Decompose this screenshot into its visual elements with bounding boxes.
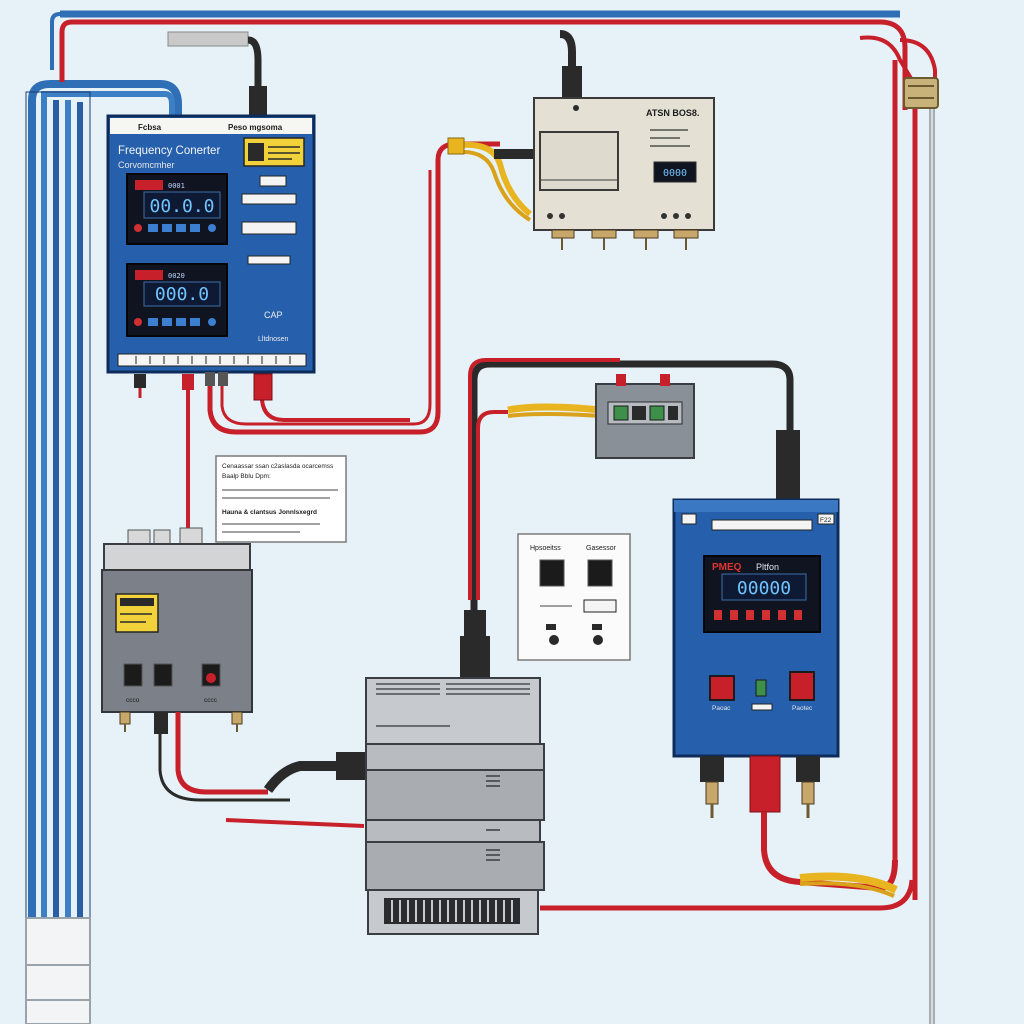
controller-top-title: ATSN BOS8. <box>646 108 699 118</box>
vfd-output-cables <box>761 812 898 898</box>
converter-display-1-value: 00.0.0 <box>149 196 214 217</box>
top-controller-unit: ATSN BOS8. 0000 <box>533 97 715 250</box>
switch-panel-label-left: Hpsoeitss <box>530 545 561 552</box>
junction-box <box>595 374 695 459</box>
vfd-right-red-button <box>789 671 815 701</box>
stacked-equipment-rack <box>365 677 545 935</box>
converter-title: Frequency Conerter <box>118 145 220 157</box>
controller-top-cable <box>559 30 582 100</box>
switch-panel-label-right: Gasessor <box>586 545 617 552</box>
converter-display-2-value: 000.0 <box>155 284 209 305</box>
right-rocker-switch <box>587 559 613 587</box>
left-rocker-switch <box>539 559 565 587</box>
vfd-brand: PMEQ <box>712 562 742 573</box>
converter-output-cables <box>134 141 500 530</box>
converter-side-label-bottom: Lltdnosen <box>258 336 288 343</box>
converter-display-2-tag: 0020 <box>168 272 185 280</box>
converter-display-2: 0020 000.0 <box>126 263 228 337</box>
psu-output-cables <box>154 712 368 828</box>
converter-side-label-cap: CAP <box>264 310 283 320</box>
converter-subtitle: Corvomcmher <box>118 160 175 170</box>
vfd-button-left-label: Paoac <box>712 705 731 712</box>
vfd-lcd-value: 00000 <box>737 578 791 599</box>
label-card-line-2: Baalp Bblu Dpm: <box>222 473 271 480</box>
converter-terminal-strip <box>117 353 307 367</box>
controller-top-lcd-value: 0000 <box>663 168 687 179</box>
converter-display-1-tag: 0001 <box>168 182 185 190</box>
variable-frequency-drive: F22 PMEQ Pltfon 00000 Paoac Paotec <box>672 498 840 758</box>
conduit-base-box <box>25 917 91 1024</box>
psu-label-right: cccc <box>204 697 218 704</box>
right-vertical-cables <box>892 60 939 1024</box>
converter-top-left-label: Fcbsa <box>138 123 162 132</box>
switch-panel: Hpsoeitss Gasessor <box>517 533 631 661</box>
vfd-left-red-button <box>709 675 735 701</box>
converter-top-right-label: Peso mgsoma <box>228 123 283 132</box>
label-card-line-3: Hauna & clantsus Jonnlsxegrd <box>222 509 317 516</box>
vfd-model: Pltfon <box>756 562 779 572</box>
top-conduit-rail <box>50 10 900 70</box>
label-card: Cenaassar ssan c2aslasda ocarcemss Baalp… <box>215 455 347 543</box>
converter-top-cable <box>167 31 267 116</box>
frequency-converter-panel: Fcbsa Peso mgsoma Frequency Conerter Cor… <box>106 114 316 374</box>
label-card-line-1: Cenaassar ssan c2aslasda ocarcemss <box>222 463 334 470</box>
power-supply-unit: ccco cccc <box>101 527 253 732</box>
psu-label-left: ccco <box>126 697 140 704</box>
vfd-bottom-connectors <box>700 755 820 818</box>
vfd-button-right-label: Paotec <box>792 705 813 712</box>
vfd-top-label: F22 <box>820 517 832 524</box>
junction-cable-loop <box>460 358 800 678</box>
red-main-loop-wire <box>59 19 937 110</box>
bottom-return-wire <box>540 879 915 911</box>
yellow-wire-bundle-junction <box>507 403 601 418</box>
yellow-wire-bundle-top <box>447 137 534 222</box>
converter-display-1: 0001 00.0.0 <box>126 173 228 245</box>
